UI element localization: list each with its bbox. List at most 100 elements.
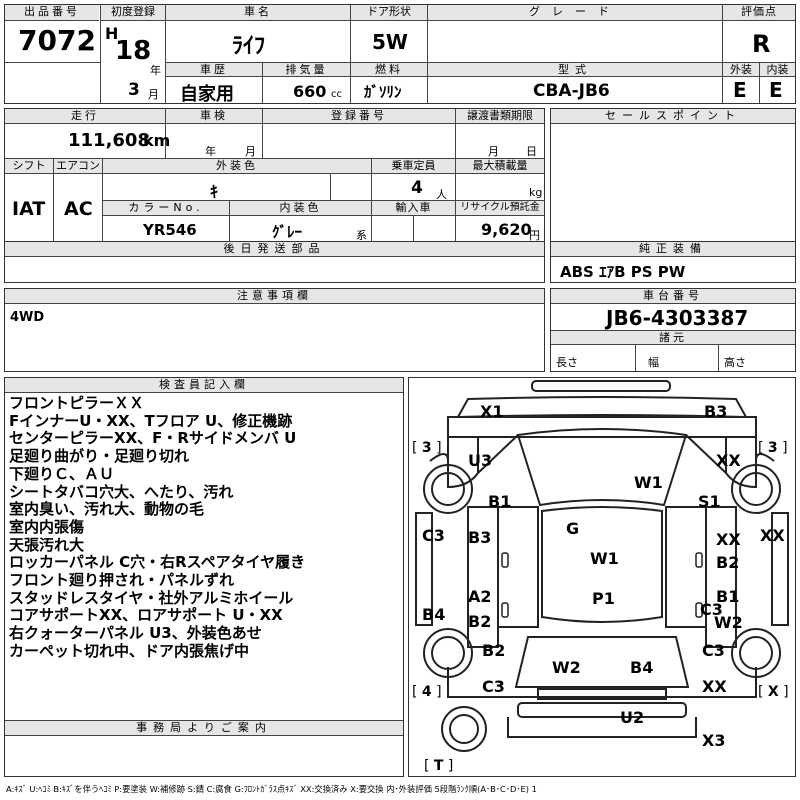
capacity-value: 4 [411,178,423,198]
first-reg-era: H [105,24,119,43]
shift-value: IAT [12,198,46,220]
inspection-month-unit: 月 [245,145,256,158]
top-info-box [4,4,796,104]
mileage-unit: km [143,131,171,150]
remark-line: FインナーU・XX、Tフロア U、修正機跡 [9,411,293,430]
remark-line: スタッドレスタイヤ・社外アルミホイール [9,588,294,607]
sales-point-label: セールスポイント [551,109,795,124]
remark-line: フロント廻り押され・パネルずれ [9,571,235,590]
shift-label: シフト [5,159,53,174]
displacement-label: 排気量 [263,63,350,77]
damage-code: X3 [702,731,726,750]
damage-code: C3 [700,600,723,619]
remark-line: 足廻り曲がり・足廻り切れ [9,447,190,466]
damage-diagram-box [408,377,796,777]
remark-line: コアサポートXX、ロアサポート U・XX [9,606,283,625]
notes-value: 4WD [10,310,45,325]
legend: A:ｷｽﾞ U:ﾍｺﾐ B:ｷｽﾞを伴うﾍｺﾐ P:要塗装 W:補修跡 S:錆 … [6,784,537,794]
capacity-unit: 人 [436,188,447,201]
damage-code: XX [760,526,785,545]
score-value: R [752,30,771,58]
first-reg-year: 18 [115,36,152,66]
lot-label: 出品番号 [5,5,99,21]
displacement-value: 660 [293,82,327,101]
remark-line: センターピラーXX、F・Rサイドメンバ U [9,429,297,448]
transfer-day-unit: 日 [526,145,537,158]
car-diagram [415,380,789,752]
transfer-month-unit: 月 [488,145,499,158]
import-label: 輸入車 [372,201,455,216]
first-reg-label: 初度登録 [101,5,165,21]
remark-line: 天張汚れ大 [9,535,85,554]
damage-code: XX [716,530,741,549]
damage-code: XX [702,677,727,696]
mileage-value: 111,608 [68,130,150,151]
notes-label: 注意事項欄 [5,289,544,304]
history-value: 自家用 [180,84,234,105]
capacity-label: 乗車定員 [372,159,455,174]
inspector-label: 検査員記入欄 [5,378,403,393]
damage-code: U3 [468,451,493,470]
damage-code: XX [716,451,741,470]
mileage-label: 走行 [5,109,165,124]
damage-code: B2 [468,612,492,631]
aftermarket-box [4,241,545,283]
tire-spare: [ T ] [424,758,454,774]
remark-line: 下廻りＣ、ＡＵ [9,464,115,483]
first-reg-month: 3 [128,80,140,100]
inspection-label: 車検 [166,109,262,124]
fuel-value: ｶﾞｿﾘﾝ [364,83,402,101]
damage-code: B1 [488,492,512,511]
damage-code: U2 [620,708,645,727]
grade-label: グレード [428,5,722,21]
inspection-year-unit: 年 [205,145,216,158]
damage-code: X1 [480,402,504,421]
damage-code: S1 [698,492,721,511]
car-name-value: ﾗｲﾌ [232,34,266,59]
recycle-value: 9,620 [481,220,532,239]
sales-point-box [550,108,796,242]
remark-line: ロッカーパネル C穴・右Rスペアタイヤ履き [9,553,306,572]
int-color-value: ｸﾞﾚｰ [272,223,303,241]
damage-code: C3 [702,641,725,660]
aircon-value: AC [64,198,93,220]
remark-line: 右クォーターパネル U3、外装色あせ [9,624,262,643]
aircon-label: エアコン [54,159,102,174]
damage-code: B2 [716,553,740,572]
remark-line: フロントピラーＸＸ [9,394,145,412]
car-name-label: 車名 [166,5,350,21]
door-label: ドア形状 [351,5,427,21]
recycle-label: リサイクル預託金 [456,201,544,216]
inspector-box [4,377,404,777]
tire-rear-right: [ X ] [758,684,789,700]
damage-code: A2 [468,587,492,606]
chassis-box [550,288,796,372]
factory-equip-value: ABS ｴｱB PS PW [560,263,686,281]
displacement-unit: cc [331,89,342,100]
int-color-label: 内装色 [230,201,371,216]
damage-code: P1 [592,589,615,608]
max-load-unit: kg [529,186,543,199]
remark-line: カーペット切れ中、ドア内張焦げ中 [9,641,250,660]
damage-code: W1 [590,549,619,568]
office-label: 事務局よりご案内 [5,721,403,736]
color-no-value: YR546 [143,221,197,239]
tire-front-left: [ 3 ] [412,440,442,456]
damage-code: W2 [552,658,581,677]
damage-code: W2 [714,613,743,632]
tire-rear-left: [ 4 ] [412,684,442,700]
ext-color-label: 外装色 [103,159,371,174]
notes-box [4,288,545,372]
int-color-suffix: 系 [356,229,367,242]
max-load-label: 最大積載量 [456,159,544,174]
model-label: 型式 [428,63,722,77]
spec-height-label: 高さ [724,356,746,369]
remark-line: シートタバコ穴大、へたり、汚れ [9,482,234,501]
door-value: 5W [372,30,408,54]
remark-line: 室内臭い、汚れ大、動物の毛 [9,500,205,519]
chassis-value: JB6-4303387 [606,306,749,330]
reg-number-label: 登録番号 [263,109,455,124]
damage-code: G [566,519,580,538]
spec-length-label: 長さ [556,356,578,369]
